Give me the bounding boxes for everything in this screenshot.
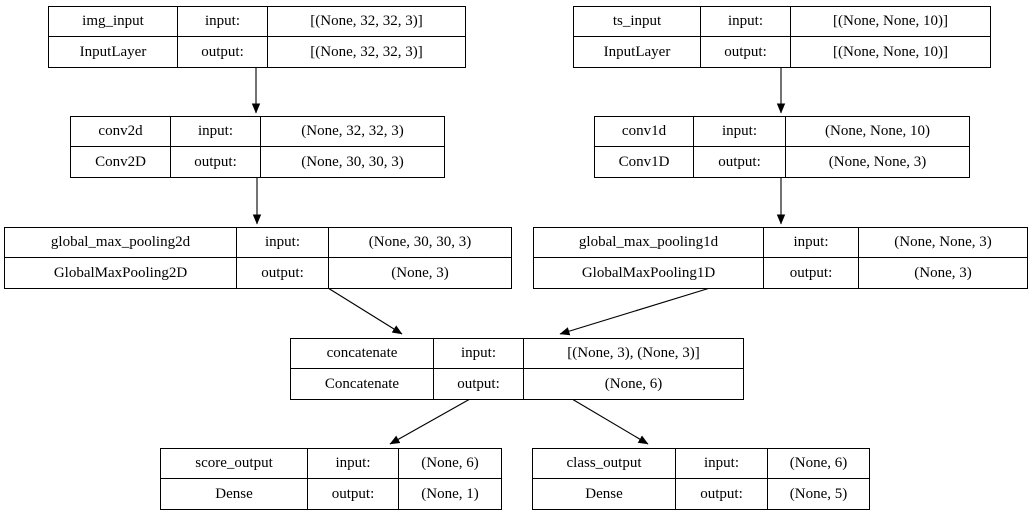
input-shape: (None, None, 3) — [859, 228, 1027, 258]
input-label: input: — [701, 7, 791, 37]
output-label: output: — [237, 258, 329, 288]
input-label: input: — [676, 449, 768, 479]
node-concatenate: concatenate input: [(None, 3), (None, 3)… — [290, 338, 744, 400]
output-shape: [(None, None, 10)] — [833, 43, 948, 60]
output-label: output: — [701, 37, 791, 67]
node-score_output: score_output input: (None, 6) Dense outp… — [160, 448, 502, 510]
output-label: output: — [694, 147, 786, 177]
edge-global_max_pooling1d-to-concatenate — [559, 287, 711, 336]
output-label: output: — [308, 479, 399, 509]
input-label: input: — [308, 449, 399, 479]
output-shape: (None, 3) — [914, 264, 972, 281]
input-label: input: — [171, 117, 261, 147]
input-label: input: — [434, 339, 524, 369]
node-class_output: class_output input: (None, 6) Dense outp… — [532, 448, 870, 510]
output-shape: (None, 6) — [604, 375, 663, 392]
input-shape: (None, 6) — [768, 449, 869, 479]
node-conv1d: conv1d input: (None, None, 10) Conv1D ou… — [594, 116, 970, 178]
output-shape: (None, 1) — [421, 485, 479, 502]
node-img_input: img_input input: [(None, 32, 32, 3)] Inp… — [48, 6, 466, 68]
layer-name: conv1d — [595, 117, 694, 147]
input-label: input: — [764, 228, 859, 258]
layer-type: InputLayer — [49, 37, 178, 67]
layer-name: global_max_pooling1d — [534, 228, 764, 258]
output-shape: (None, 3) — [391, 264, 449, 281]
node-conv2d: conv2d input: (None, 32, 32, 3) Conv2D o… — [70, 116, 445, 178]
layer-name: class_output — [533, 449, 676, 479]
layer-type: GlobalMaxPooling1D — [534, 258, 764, 288]
input-shape: [(None, 3), (None, 3)] — [524, 339, 743, 369]
node-global_max_pooling1d: global_max_pooling1d input: (None, None,… — [533, 227, 1028, 289]
output-label: output: — [764, 258, 859, 288]
input-label: input: — [694, 117, 786, 147]
layer-name: global_max_pooling2d — [5, 228, 237, 258]
input-shape: [(None, 32, 32, 3)] — [268, 7, 465, 37]
layer-name: concatenate — [291, 339, 434, 369]
input-shape: (None, 6) — [399, 449, 501, 479]
output-shape: [(None, 32, 32, 3)] — [310, 43, 423, 60]
output-shape: (None, None, 3) — [828, 153, 927, 170]
layer-type: Conv1D — [595, 147, 694, 177]
layer-name: img_input — [49, 7, 178, 37]
output-label: output: — [178, 37, 268, 67]
layer-type: InputLayer — [574, 37, 701, 67]
input-shape: (None, None, 10) — [786, 117, 969, 147]
edge-global_max_pooling2d-to-concatenate — [327, 287, 403, 335]
output-shape: (None, 30, 30, 3) — [301, 153, 404, 170]
node-ts_input: ts_input input: [(None, None, 10)] Input… — [573, 6, 991, 68]
layer-name: conv2d — [71, 117, 171, 147]
input-shape: (None, 30, 30, 3) — [329, 228, 511, 258]
layer-type: Concatenate — [291, 369, 434, 399]
edge-concatenate-to-score_output — [389, 398, 471, 445]
layer-name: score_output — [161, 449, 308, 479]
input-shape: [(None, None, 10)] — [791, 7, 990, 37]
node-global_max_pooling2d: global_max_pooling2d input: (None, 30, 3… — [4, 227, 512, 289]
layer-type: GlobalMaxPooling2D — [5, 258, 237, 288]
layer-name: ts_input — [574, 7, 701, 37]
input-label: input: — [178, 7, 268, 37]
output-label: output: — [171, 147, 261, 177]
output-shape: (None, 5) — [789, 485, 848, 502]
output-label: output: — [434, 369, 524, 399]
layer-type: Conv2D — [71, 147, 171, 177]
layer-type: Dense — [533, 479, 676, 509]
edge-concatenate-to-class_output — [571, 398, 649, 445]
output-label: output: — [676, 479, 768, 509]
input-shape: (None, 32, 32, 3) — [261, 117, 444, 147]
layer-type: Dense — [161, 479, 308, 509]
input-label: input: — [237, 228, 329, 258]
